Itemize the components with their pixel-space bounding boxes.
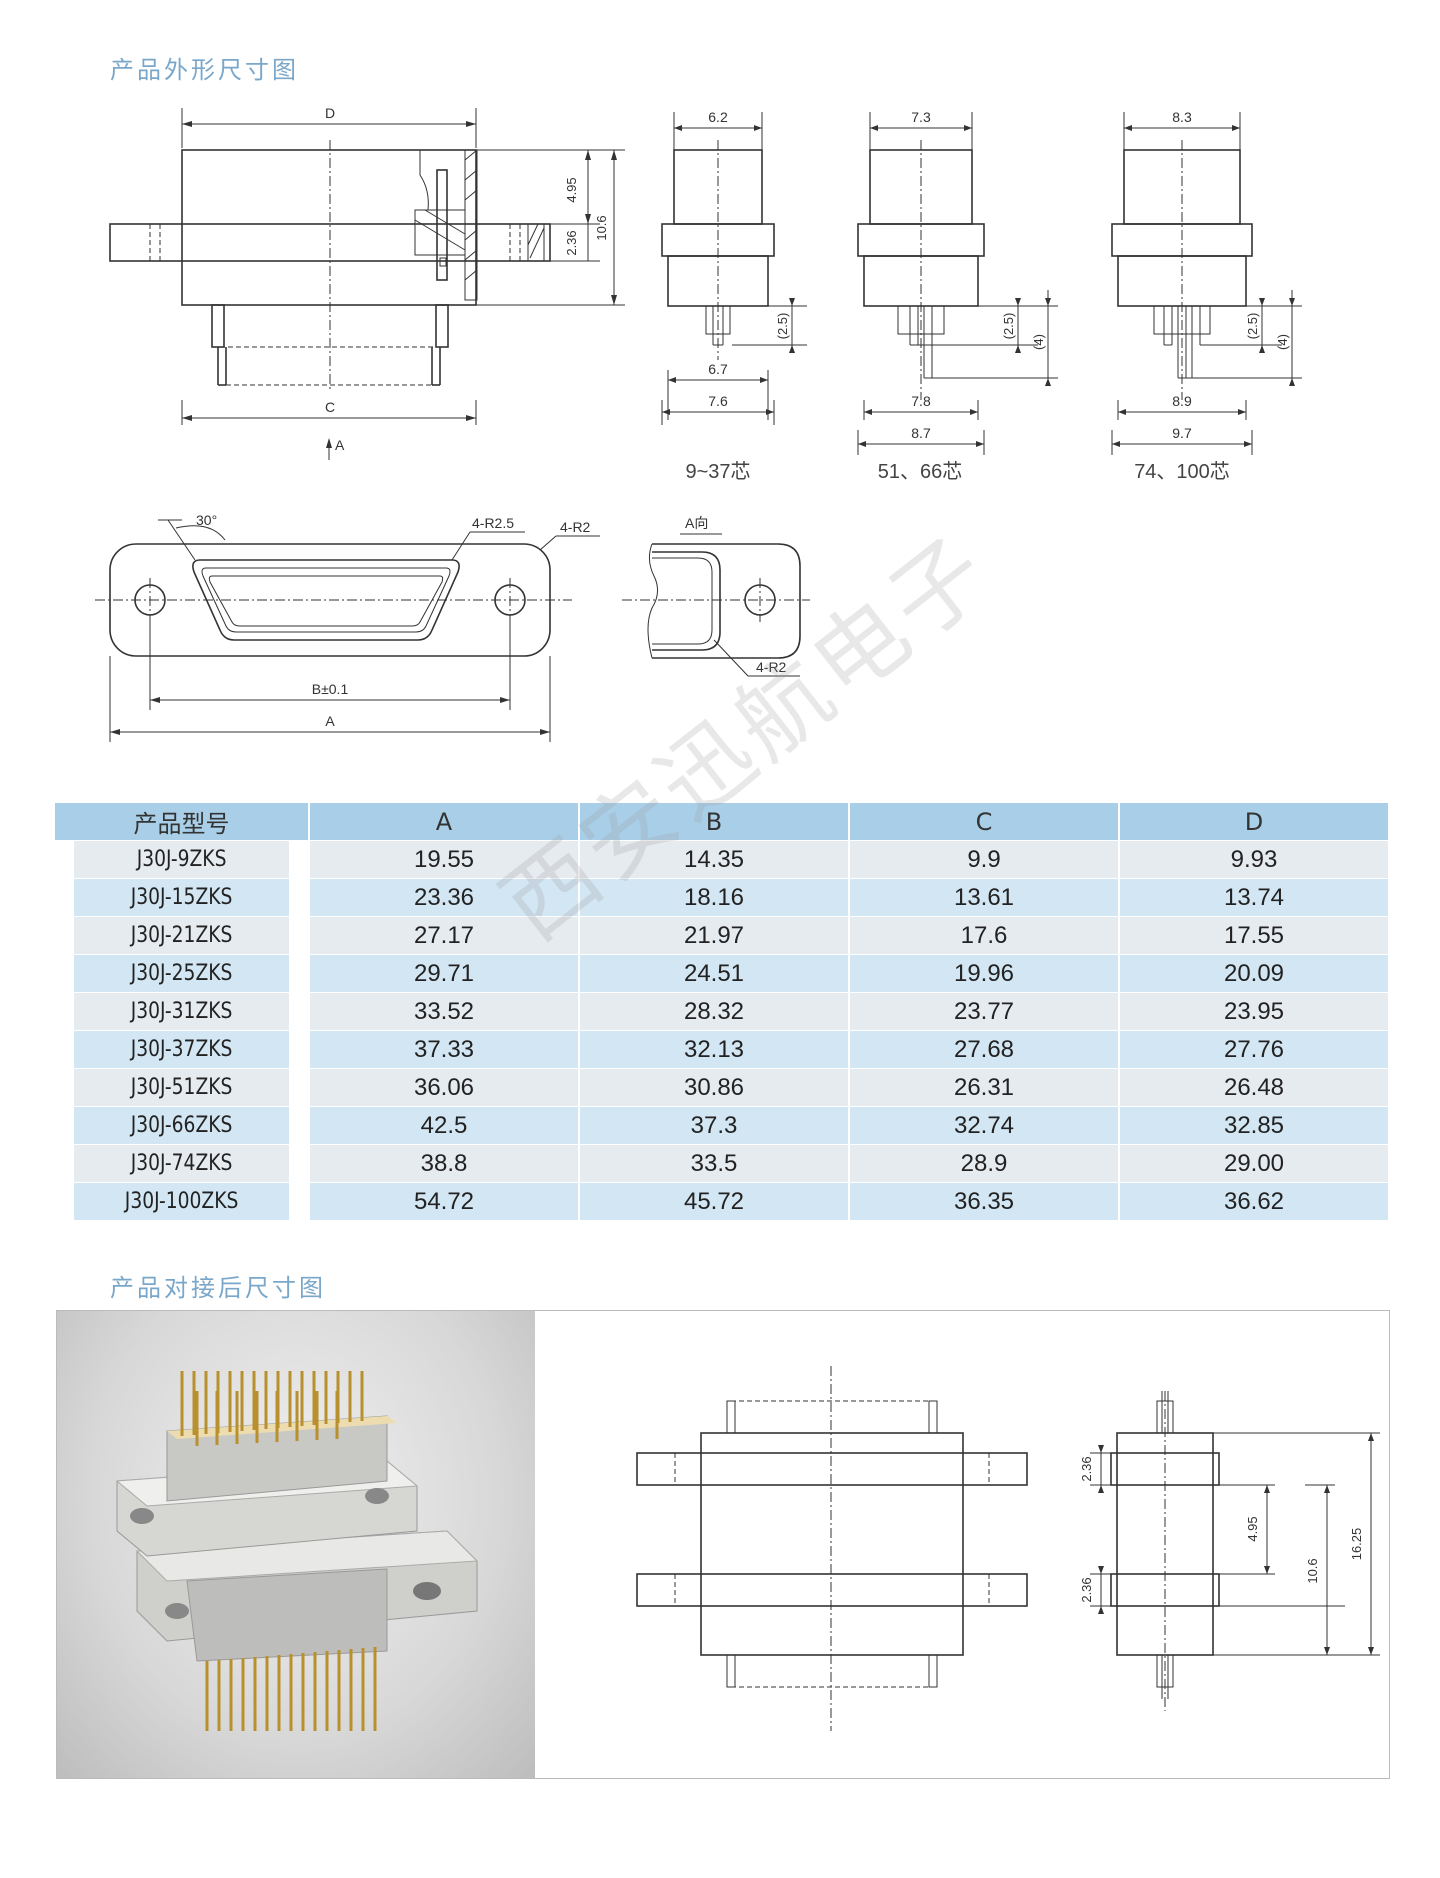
- connector-render: [115, 1371, 479, 1731]
- header-b: B: [579, 803, 850, 841]
- section-title-dimensions: 产品外形尺寸图: [110, 56, 299, 84]
- connector-front-view: B±0.1 A 30° 4-R2.5 4-R2: [95, 512, 600, 742]
- header-c: C: [849, 803, 1120, 841]
- caption-74-100: 74、100芯: [1134, 460, 1230, 483]
- dim-c-label: C: [325, 399, 335, 415]
- svg-text:4-R2.5: 4-R2.5: [472, 515, 514, 531]
- view-a-arrow-label: A: [335, 437, 345, 453]
- svg-text:2.36: 2.36: [1079, 1577, 1094, 1602]
- dim-495-label: 4.95: [564, 177, 579, 202]
- dim-a-label: A: [325, 713, 335, 729]
- svg-text:(2.5): (2.5): [1245, 313, 1260, 340]
- svg-text:8.7: 8.7: [911, 425, 931, 441]
- svg-text:16.25: 16.25: [1349, 1528, 1364, 1561]
- side-view-74-100: 8.3 (2.5) (4) 8.9 9.7 74、100芯: [1111, 109, 1302, 483]
- svg-text:9.7: 9.7: [1172, 425, 1192, 441]
- svg-text:(4): (4): [1031, 334, 1046, 350]
- section-title-mated: 产品对接后尺寸图: [110, 1274, 326, 1302]
- dim-b-label: B±0.1: [312, 681, 349, 697]
- caption-9-37: 9~37芯: [685, 460, 750, 483]
- svg-text:(4): (4): [1275, 334, 1290, 350]
- svg-text:7.8: 7.8: [911, 393, 931, 409]
- svg-text:(2.5): (2.5): [1001, 313, 1016, 340]
- header-model: 产品型号: [55, 803, 310, 841]
- mated-dimension-panel: 2.36 2.36 4.95 10.6 16.25: [56, 1310, 1390, 1779]
- svg-text:7.6: 7.6: [708, 393, 728, 409]
- a-direction-view: A向 4-R2: [622, 515, 810, 677]
- mated-side-view: 2.36 2.36 4.95 10.6 16.25: [1079, 1391, 1380, 1711]
- svg-text:6.7: 6.7: [708, 361, 728, 377]
- svg-text:7.3: 7.3: [911, 109, 931, 125]
- side-view-9-37: 6.2 (2.5) 6.7 7.6 9~37芯: [661, 109, 807, 483]
- svg-text:4-R2: 4-R2: [756, 659, 787, 675]
- svg-text:A向: A向: [685, 515, 708, 531]
- svg-text:4-R2: 4-R2: [560, 519, 591, 535]
- svg-text:2.36: 2.36: [1079, 1456, 1094, 1481]
- dimension-drawings: D: [95, 105, 1302, 742]
- svg-text:6.2: 6.2: [708, 109, 728, 125]
- mated-drawings: 2.36 2.36 4.95 10.6 16.25: [636, 1366, 1380, 1731]
- caption-51-66: 51、66芯: [878, 460, 963, 483]
- header-a: A: [309, 803, 580, 841]
- connector-photo: [57, 1311, 535, 1778]
- dim-106-label: 10.6: [594, 215, 609, 240]
- dim-236-label: 2.36: [564, 230, 579, 255]
- side-view-51-66: 7.3 (2.5) (4) 7.8 8.7 51、66芯: [857, 109, 1058, 483]
- table-header-row: 产品型号 A B C D: [55, 803, 1390, 841]
- mated-front-view: [636, 1366, 1028, 1731]
- angle-label: 30°: [196, 512, 217, 528]
- connector-side-view: D: [109, 105, 625, 460]
- svg-text:8.9: 8.9: [1172, 393, 1192, 409]
- svg-text:10.6: 10.6: [1305, 1558, 1320, 1583]
- svg-text:8.3: 8.3: [1172, 109, 1192, 125]
- svg-text:4.95: 4.95: [1245, 1516, 1260, 1541]
- header-d: D: [1119, 803, 1390, 841]
- svg-text:(2.5): (2.5): [775, 313, 790, 340]
- dim-d-label: D: [325, 105, 335, 121]
